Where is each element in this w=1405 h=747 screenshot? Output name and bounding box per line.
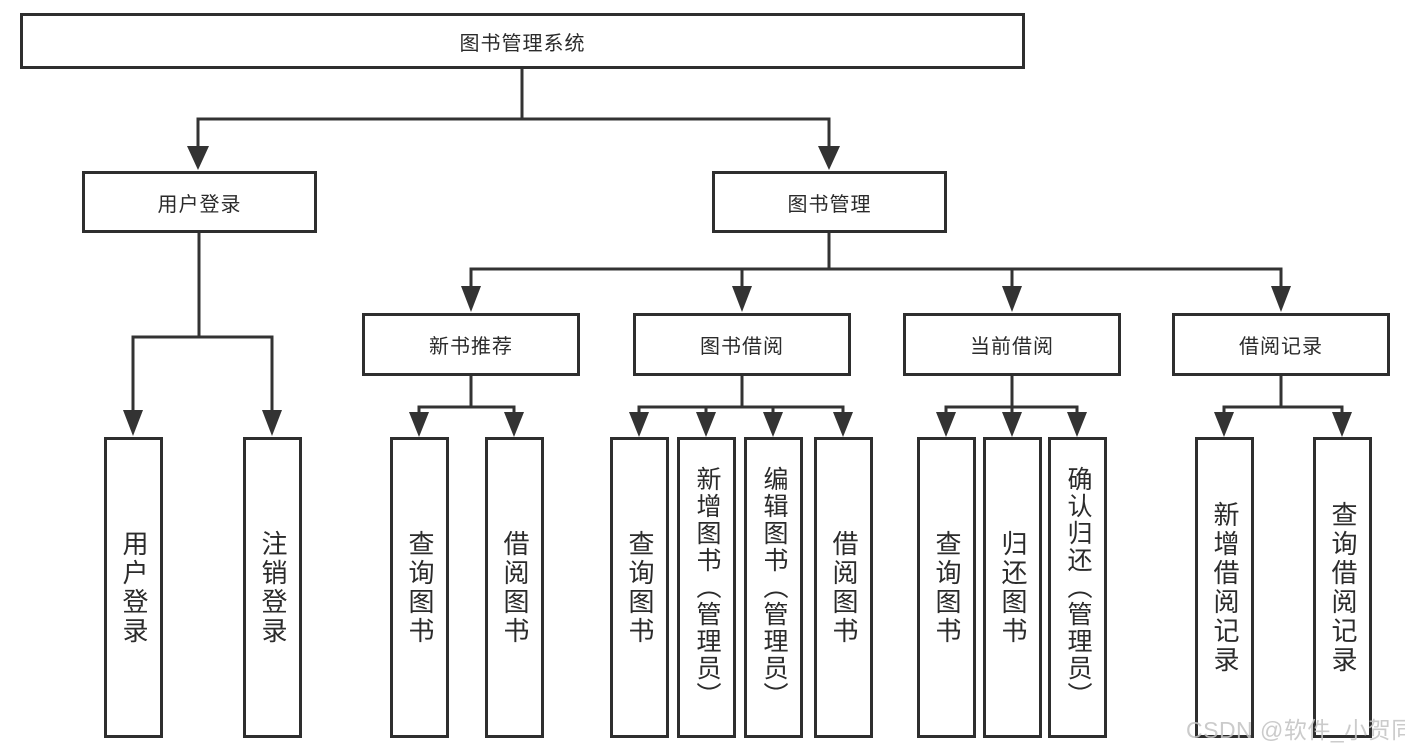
leaf-borrow-add-books-admin: 新增图书（管理员） [677, 437, 736, 738]
connector-recommend-to-leaves [409, 374, 524, 437]
arrowhead [696, 412, 716, 437]
connector-borrow-to-leaves [629, 374, 853, 437]
node-user-login: 用户登录 [82, 171, 317, 233]
leaf-user-login: 用户登录 [104, 437, 163, 738]
arrowhead [1214, 412, 1234, 437]
leaf-current-confirm-return-admin: 确认归还（管理员） [1048, 437, 1107, 738]
connector-login-to-leaves [123, 231, 282, 436]
node-book-management: 图书管理 [712, 171, 947, 233]
watermark-text: CSDN @软件_小贺同学 [1186, 717, 1405, 743]
leaf-borrow-edit-books-admin: 编辑图书（管理员） [744, 437, 803, 738]
connector-mgmt-to-level2 [461, 231, 1291, 312]
arrowhead [1002, 412, 1022, 437]
leaf-recommend-borrow-books: 借阅图书 [485, 437, 544, 738]
node-borrow-records: 借阅记录 [1172, 313, 1390, 376]
arrowhead [629, 412, 649, 437]
arrowhead [123, 410, 143, 436]
arrowhead [818, 146, 840, 170]
arrowhead [1067, 412, 1087, 437]
leaf-records-add-record: 新增借阅记录 [1195, 437, 1254, 738]
leaf-current-return-books: 归还图书 [983, 437, 1042, 738]
leaf-logout: 注销登录 [243, 437, 302, 738]
leaf-borrow-query-books: 查询图书 [610, 437, 669, 738]
arrowhead [1271, 286, 1291, 312]
node-book-borrow: 图书借阅 [633, 313, 851, 376]
node-root: 图书管理系统 [20, 13, 1025, 69]
arrowhead [732, 286, 752, 312]
arrowhead [262, 410, 282, 436]
leaf-recommend-query-books: 查询图书 [390, 437, 449, 738]
leaf-records-query-record: 查询借阅记录 [1313, 437, 1372, 738]
arrowhead [409, 412, 429, 437]
arrowhead [936, 412, 956, 437]
arrowhead [1002, 286, 1022, 312]
leaf-borrow-borrow-books: 借阅图书 [814, 437, 873, 738]
arrowhead [833, 412, 853, 437]
connector-current-to-leaves [936, 374, 1087, 437]
leaf-current-query-books: 查询图书 [917, 437, 976, 738]
arrowhead [504, 412, 524, 437]
arrowhead [763, 412, 783, 437]
arrowhead [461, 286, 481, 312]
node-current-borrow: 当前借阅 [903, 313, 1121, 376]
arrowhead [1332, 412, 1352, 437]
arrowhead [187, 146, 209, 170]
connector-records-to-leaves [1214, 374, 1352, 437]
node-new-book-recommend: 新书推荐 [362, 313, 580, 376]
connector-root-to-level1 [187, 67, 840, 170]
